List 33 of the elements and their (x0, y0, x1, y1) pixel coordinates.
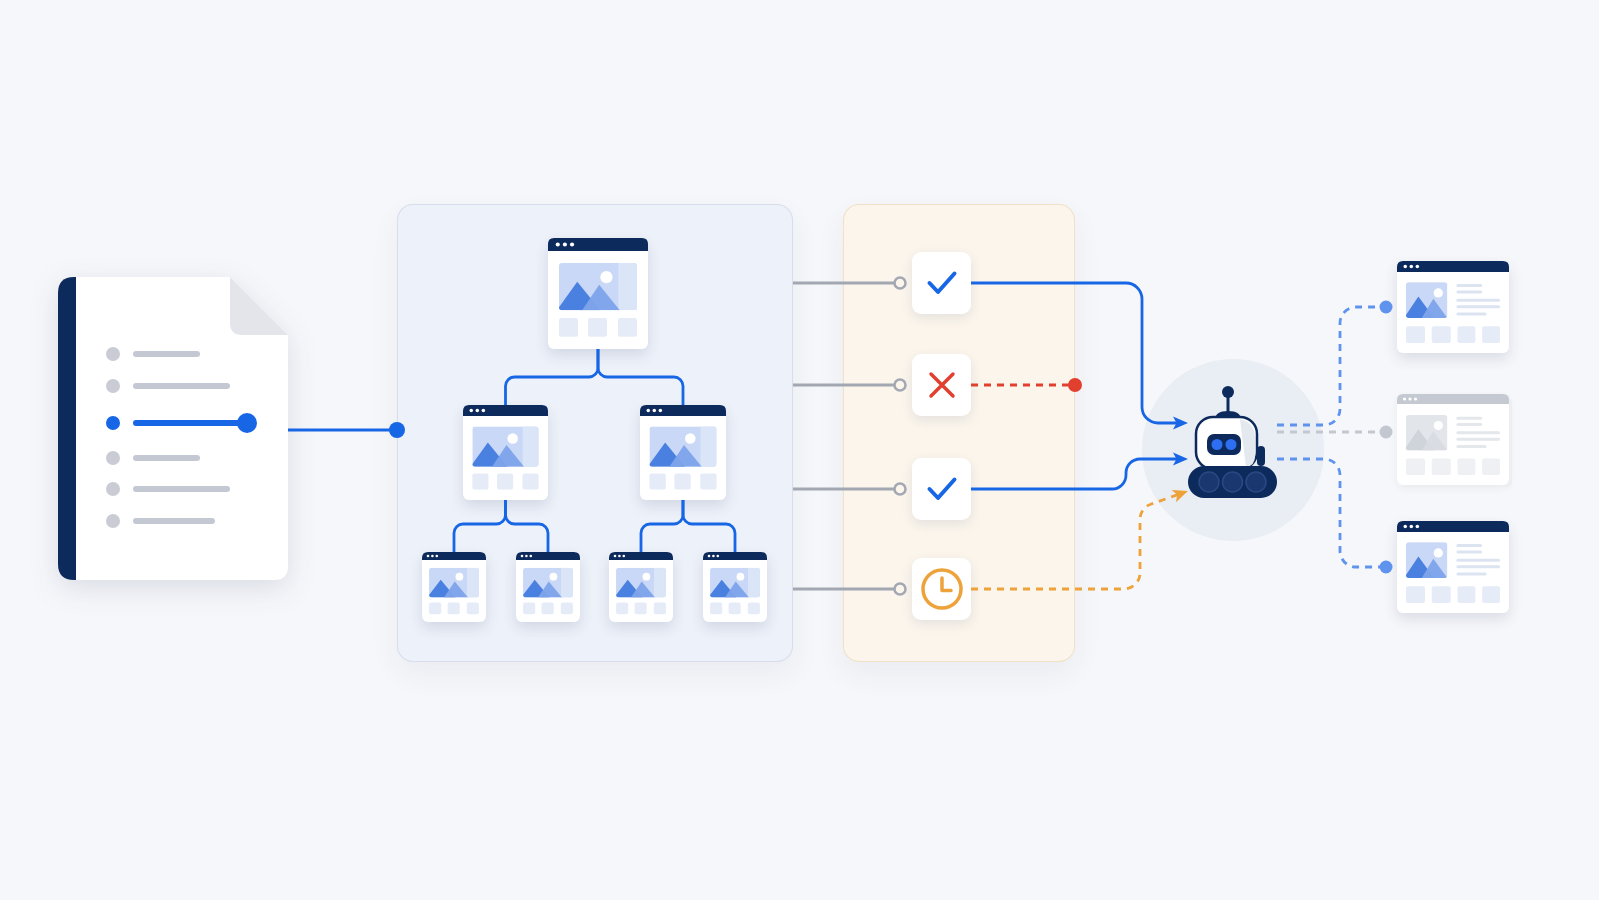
connector (793, 582, 907, 596)
connector (1277, 425, 1393, 439)
connector (504, 500, 550, 552)
connector (793, 276, 907, 290)
connector (288, 422, 405, 438)
webpage-thumbnail (516, 552, 580, 622)
connector (971, 378, 1082, 392)
status-tile (912, 354, 971, 416)
robot-illustration (1188, 386, 1277, 498)
tree-panel (397, 204, 793, 662)
document-illustration (58, 277, 288, 580)
connector (1277, 300, 1393, 427)
webpage-thumbnail (703, 552, 767, 622)
webpage-thumbnail (422, 552, 486, 622)
webpage-thumbnail (1397, 394, 1509, 485)
arrow (971, 452, 1188, 491)
connector (596, 349, 685, 405)
status-tile (912, 252, 971, 314)
webpage-thumbnail (463, 405, 548, 500)
arrow (971, 281, 1188, 430)
webpage-thumbnail (640, 405, 726, 500)
webpage-thumbnail (548, 238, 648, 349)
status-tile (912, 558, 971, 620)
connector (793, 378, 907, 392)
connector (793, 482, 907, 496)
webpage-thumbnail (609, 552, 673, 622)
webpage-thumbnail (1397, 261, 1509, 353)
webpage-thumbnail (1397, 521, 1509, 613)
connector (1277, 457, 1393, 574)
status-tile (912, 458, 971, 520)
status-panel (843, 204, 1075, 662)
arrow (971, 489, 1188, 591)
connector (681, 500, 737, 552)
